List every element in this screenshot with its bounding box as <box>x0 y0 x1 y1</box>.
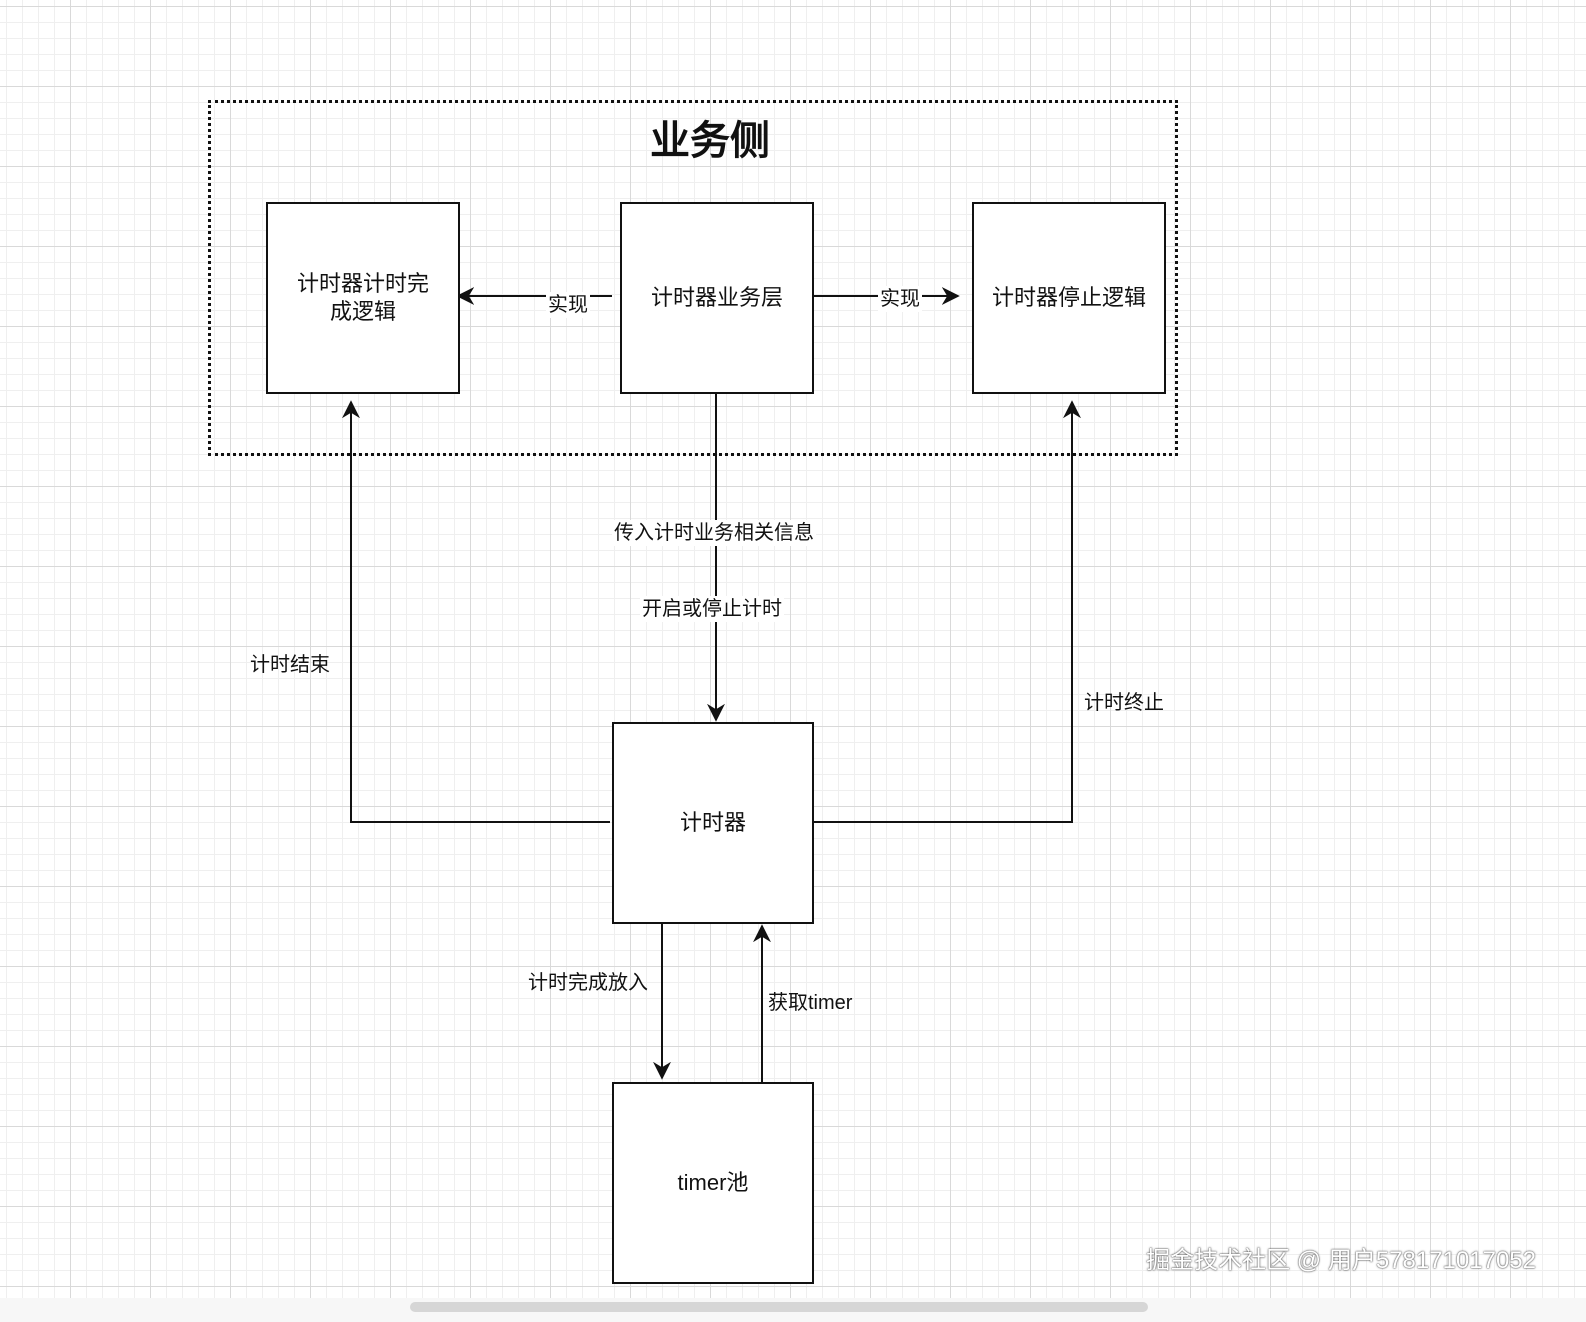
edge-label-implement-right: 实现 <box>878 286 922 312</box>
edge-label-put-back: 计时完成放入 <box>528 972 648 994</box>
horizontal-scrollbar[interactable] <box>410 1302 1148 1312</box>
edge-label-pass-info: 传入计时业务相关信息 <box>612 520 816 546</box>
edge-timing-end <box>342 400 610 823</box>
node-business-layer: 计时器业务层 <box>620 202 814 394</box>
edge-label-start-stop: 开启或停止计时 <box>640 596 784 622</box>
node-timer-pool: timer池 <box>612 1082 814 1284</box>
business-side-group <box>208 100 1178 456</box>
edge-label-timing-terminate: 计时终止 <box>1084 692 1164 714</box>
node-completion-logic: 计时器计时完成逻辑 <box>266 202 460 394</box>
edge-label-get-timer: 获取timer <box>768 992 853 1014</box>
edge-label-timing-end: 计时结束 <box>250 654 330 676</box>
watermark: 掘金技术社区 @ 用户578171017052 <box>1146 1247 1536 1274</box>
group-title: 业务侧 <box>650 119 770 163</box>
node-timer: 计时器 <box>612 722 814 924</box>
edge-timing-terminate <box>812 400 1081 823</box>
edge-label-implement-left: 实现 <box>546 292 590 318</box>
node-stop-logic: 计时器停止逻辑 <box>972 202 1166 394</box>
